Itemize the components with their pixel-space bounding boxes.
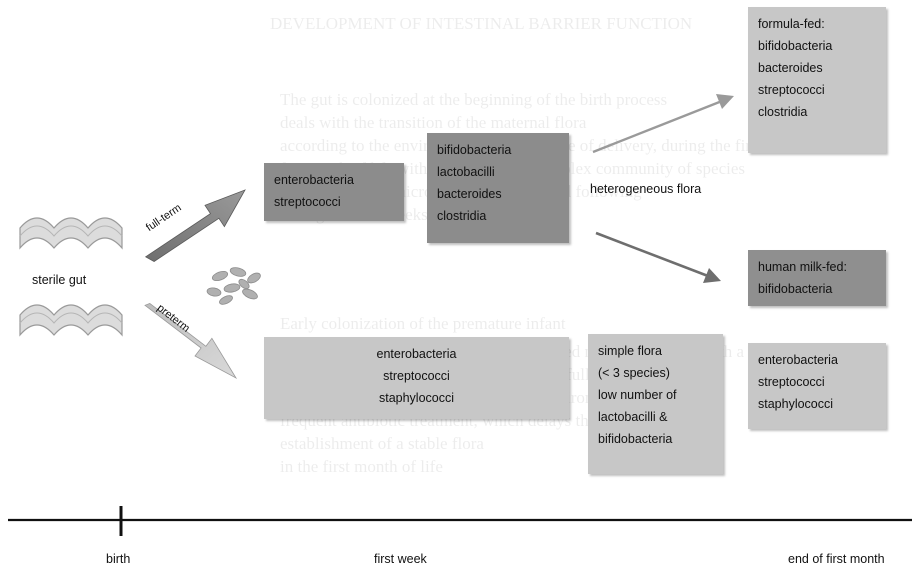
flora-item: bifidobacteria [437,143,512,157]
gut-wall-lower-inner [19,312,123,324]
full-term-early-flora-box: enterobacteria streptococci [264,163,404,221]
flora-item: bifidobacteria [758,39,833,53]
gut-wall-upper-inner [19,225,123,237]
flora-item: staphylococci [378,391,455,405]
flora-item: clostridia [437,209,487,223]
human-milk-fed-flora-box: human milk-fed: bifidobacteria [748,250,886,306]
flora-item: staphylococci [758,397,834,411]
simple-flora-line: low number of [598,388,677,402]
flora-item: streptococci [383,369,450,383]
gut-wall-lower [19,304,123,337]
flora-item: enterobacteria [758,353,838,367]
flora-item: bifidobacteria [758,282,833,296]
simple-flora-line: lactobacilli & [598,410,668,424]
flora-item: lactobacilli [437,165,495,179]
full-term-arrow [144,189,246,262]
simple-flora-box: simple flora (< 3 species) low number of… [588,334,723,474]
arrow-to-milk-line [595,231,709,278]
full-term-first-week-flora-box: bifidobacteria lactobacilli bacteroides … [427,133,569,243]
preterm-late-flora-box: enterobacteria streptococci staphylococc… [748,343,886,429]
preterm-early-flora-box: enterobacteria streptococci staphylococc… [264,337,569,419]
timeline-end-of-month-label: end of first month [788,552,885,566]
milk-fed-heading: human milk-fed: [758,260,847,274]
flora-item: bacteroides [758,61,823,75]
flora-item: enterobacteria [274,173,354,187]
arrow-to-formula-line [592,99,723,154]
flora-item: enterobacteria [376,347,457,361]
arrow-to-formula-head [716,94,734,109]
preterm-arrow [144,302,238,380]
sterile-gut-label: sterile gut [32,273,87,287]
flora-item: streptococci [758,375,825,389]
formula-fed-heading: formula-fed: [758,17,825,31]
arrow-to-milk-head [703,268,721,283]
flora-item: clostridia [758,105,808,119]
flora-item: streptococci [758,83,825,97]
flora-item: streptococci [274,195,341,209]
timeline-birth-label: birth [106,552,131,566]
bacteria-cluster-icon [206,267,261,305]
heterogeneous-flora-label: heterogeneous flora [590,182,702,196]
flora-item: bacteroides [437,187,502,201]
simple-flora-line: (< 3 species) [598,366,670,380]
formula-fed-flora-box: formula-fed: bifidobacteria bacteroides … [748,7,886,153]
simple-flora-line: bifidobacteria [598,432,673,446]
simple-flora-line: simple flora [598,344,662,358]
timeline-first-week-label: first week [374,552,427,566]
gut-wall-upper [19,217,123,250]
